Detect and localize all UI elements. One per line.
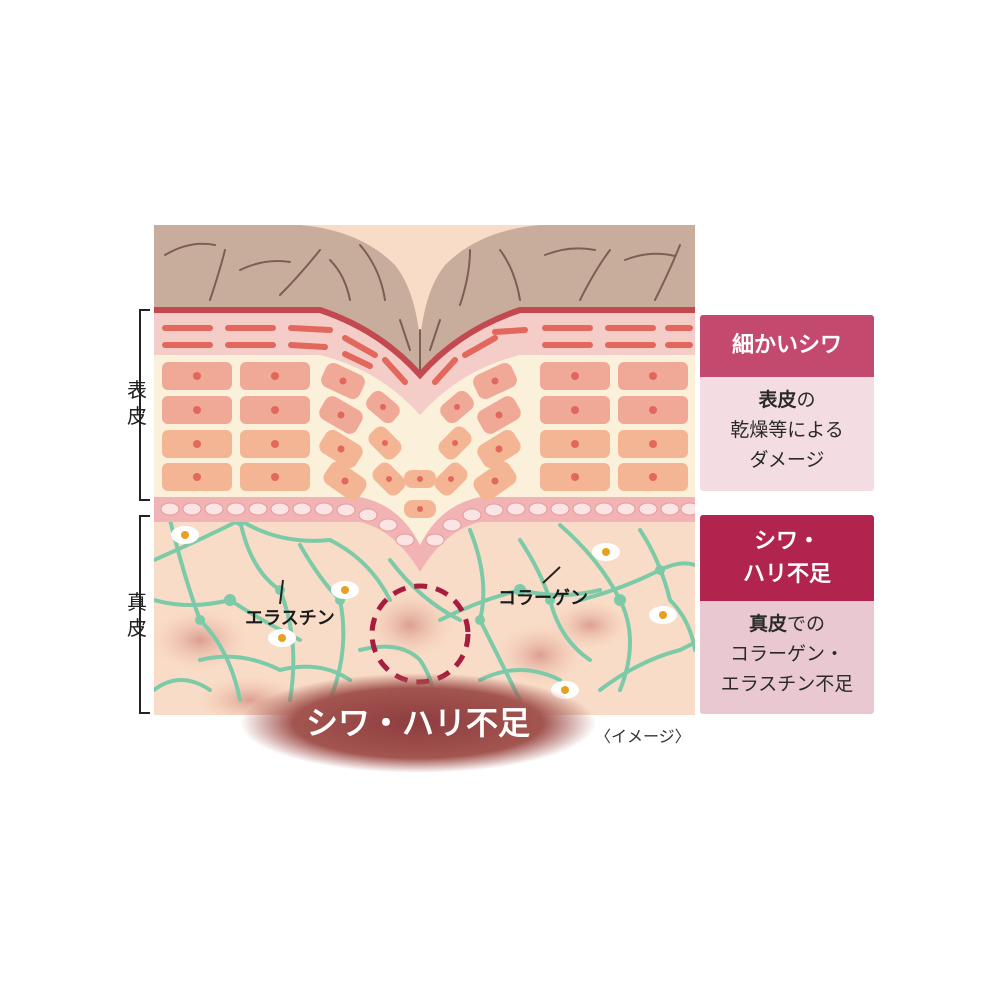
dermis-label-char-1: 真	[127, 590, 147, 614]
layer-brackets	[139, 309, 150, 714]
banner-text: シワ・ハリ不足	[306, 704, 530, 742]
callout-particle: の	[796, 389, 816, 411]
stratum-layer	[154, 310, 695, 415]
label-ticks	[279, 566, 561, 605]
stratum-dashes	[162, 325, 693, 385]
callout-subject: 表皮	[758, 389, 797, 411]
callout-particle: での	[787, 613, 826, 635]
elastin-label: エラスチン	[245, 608, 335, 629]
dermis-label: 真 皮	[122, 589, 152, 641]
epidermis-label-char-1: 表	[127, 378, 147, 402]
callout-line-1: 真皮での	[700, 609, 874, 639]
collagen-label: コラーゲン	[498, 587, 588, 609]
surface-creases	[164, 242, 681, 371]
callout-line-2: 乾燥等による	[730, 419, 844, 441]
banner-glow	[240, 673, 596, 773]
basal-cells	[160, 502, 695, 547]
callout-line-2: コラーゲン・	[729, 643, 844, 665]
callout-title-line-2: ハリ不足	[742, 562, 831, 587]
epidermis-label: 表 皮	[122, 377, 152, 429]
callout-subject: 真皮	[748, 613, 787, 635]
callout-title-fine-wrinkles: 細かいシワ	[700, 315, 874, 377]
callout-line-3: ダメージ	[749, 449, 825, 471]
dermis-callout: シワ・ ハリ不足 真皮での コラーゲン・ エラスチン不足	[700, 515, 874, 714]
epidermis-callout: 細かいシワ 表皮の 乾燥等による ダメージ	[700, 315, 874, 491]
callout-body-epidermis: 表皮の 乾燥等による ダメージ	[700, 377, 874, 475]
epidermis-cells	[162, 362, 688, 518]
callout-body-dermis: 真皮での コラーゲン・ エラスチン不足	[700, 601, 874, 699]
callout-title-firmness: シワ・ ハリ不足	[700, 515, 874, 601]
image-note: 〈イメージ〉	[595, 727, 691, 746]
basal-layer	[154, 497, 695, 572]
dermis-label-char-2: 皮	[127, 616, 147, 640]
callout-title-line-1: シワ・	[753, 529, 820, 554]
callout-line-3: エラスチン不足	[720, 673, 854, 695]
epidermis-label-char-2: 皮	[127, 404, 147, 428]
surface-edge	[154, 307, 695, 380]
callout-line-1: 表皮の	[700, 385, 874, 415]
